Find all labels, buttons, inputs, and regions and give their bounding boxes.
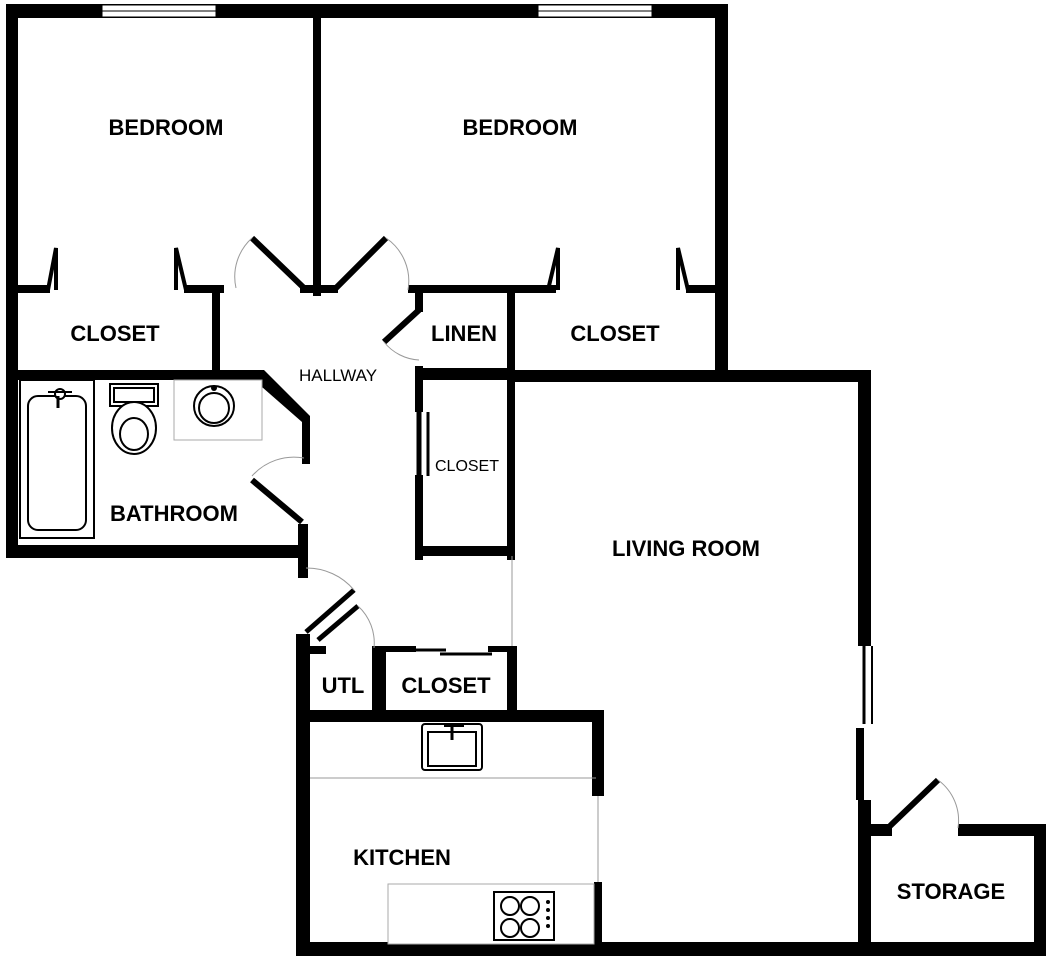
label-closet-2: CLOSET <box>570 321 660 346</box>
walls <box>6 4 1046 956</box>
openings <box>310 556 599 882</box>
label-closet-1: CLOSET <box>70 321 160 346</box>
doors <box>46 235 960 829</box>
kitchen-counter <box>387 883 595 945</box>
label-kitchen: KITCHEN <box>353 845 451 870</box>
kitchen-sink <box>421 723 483 771</box>
label-bedroom-2: BEDROOM <box>463 115 578 140</box>
label-closet-3: CLOSET <box>401 673 491 698</box>
label-utility: UTL <box>322 673 365 698</box>
stove <box>493 891 555 941</box>
label-hall-closet: CLOSET <box>435 458 499 475</box>
label-storage: STORAGE <box>897 879 1005 904</box>
bathtub <box>19 379 95 539</box>
label-linen: LINEN <box>431 321 497 346</box>
label-bedroom-1: BEDROOM <box>109 115 224 140</box>
toilet <box>109 383 159 455</box>
bathroom-vanity <box>173 379 263 441</box>
label-living-room: LIVING ROOM <box>612 536 760 561</box>
windows <box>101 4 653 18</box>
label-hallway: HALLWAY <box>299 366 377 385</box>
label-bathroom: BATHROOM <box>110 501 238 526</box>
